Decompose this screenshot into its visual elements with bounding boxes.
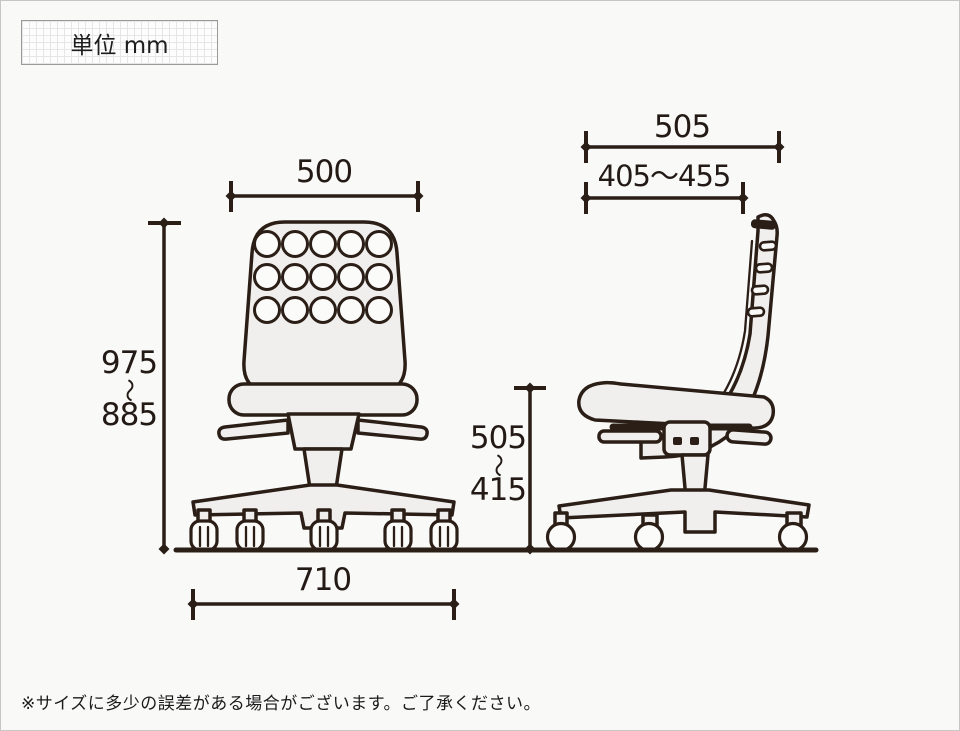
dim-base-width-710 [187, 589, 460, 620]
side-seat [577, 380, 776, 430]
side-right-lever [725, 428, 773, 446]
side-left-lever [597, 429, 663, 444]
dim-label-front-width: 500 [295, 154, 353, 190]
side-mechanism-box [662, 420, 712, 457]
size-tolerance-note: ※サイズに多少の誤差がある場合がございます。ご了承ください。 [21, 694, 542, 714]
side-mechanism-hole [690, 437, 699, 445]
dim-label-side-depth: 505 [653, 109, 711, 145]
front-view-drawing [189, 220, 459, 552]
front-height-max: 975 [100, 345, 158, 382]
front-mechanism [286, 412, 361, 451]
dim-seat-depth-405-455 [580, 182, 749, 214]
unit-label: 単位 mm [70, 32, 169, 59]
dim-label-front-height: 975 〜 885 [100, 345, 158, 434]
side-casters [545, 511, 809, 553]
front-casters [189, 508, 459, 552]
front-left-lever [217, 418, 290, 441]
dim-front-height-975-885 [148, 217, 181, 555]
unit-box: 単位 mm [21, 20, 218, 65]
dim-label-seat-depth-range: 405〜455 [597, 159, 732, 193]
dim-seat-height-505-415 [514, 382, 546, 555]
side-base [557, 488, 811, 534]
front-height-min: 885 [100, 397, 158, 434]
side-mechanism-hole [673, 437, 682, 445]
side-backrest-clip [750, 219, 776, 230]
dim-side-depth-505 [580, 131, 785, 163]
dim-label-base-width: 710 [294, 562, 352, 598]
side-backrest-slots [746, 240, 778, 318]
range-tilde: 〜 [115, 378, 144, 402]
side-view-drawing [545, 213, 811, 553]
seat-height-min: 415 [469, 472, 527, 509]
seat-height-max: 505 [469, 420, 527, 457]
front-base [191, 483, 456, 530]
dim-label-seat-height: 505 〜 415 [469, 420, 527, 509]
front-seat [227, 382, 419, 417]
dim-front-width-500 [225, 181, 424, 212]
front-right-lever [356, 418, 429, 441]
front-backrest-holes [253, 230, 393, 324]
range-tilde: 〜 [484, 453, 513, 477]
